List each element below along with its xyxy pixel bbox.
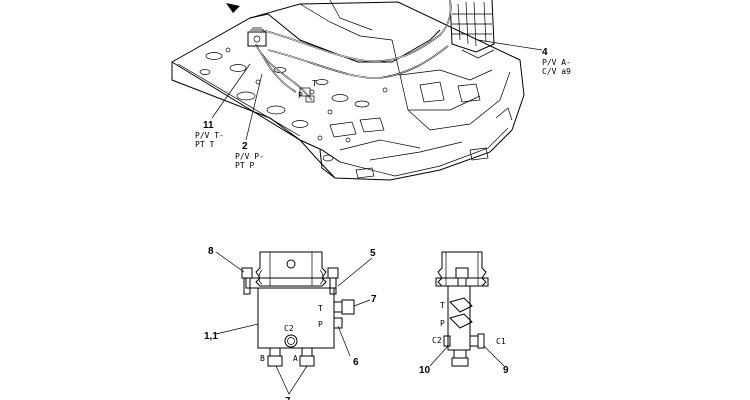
callout-7a: 7	[371, 294, 377, 305]
callout-8: 8	[208, 246, 214, 257]
valve-side-view: T P C2 C1	[429, 251, 506, 367]
svg-text:P/V P-: P/V P-	[235, 152, 264, 161]
callout-4: 4 P/V A- C/V a9	[542, 47, 571, 76]
port-label-p-side: P	[440, 319, 445, 328]
port-label-b: B	[260, 354, 265, 363]
hose-routing	[255, 0, 452, 101]
port-label-p: P	[298, 91, 303, 100]
valve-front-view: C2 T P B A	[215, 251, 373, 395]
port-label-t: T	[312, 79, 317, 88]
svg-text:P/V T-: P/V T-	[195, 131, 224, 140]
callout-1-1: 1,1	[204, 331, 218, 342]
pilot-valve-top	[247, 27, 267, 47]
svg-text:11: 11	[203, 120, 214, 131]
port-label-t-side: T	[440, 301, 445, 310]
port-label-c2: C2	[284, 324, 294, 333]
callout-10: 10	[419, 365, 431, 376]
fitting-cluster: T P	[298, 79, 317, 103]
svg-text:4: 4	[542, 47, 548, 58]
callout-7b: 7	[285, 396, 291, 400]
port-label-p-front: P	[318, 320, 323, 329]
port-label-a: A	[293, 354, 298, 363]
upper-frame-assembly: T P	[171, 0, 543, 181]
port-label-t-front: T	[318, 304, 323, 313]
svg-text:2: 2	[242, 141, 248, 152]
pilot-valve-bank	[449, 0, 495, 59]
callout-5: 5	[370, 248, 376, 259]
callout-9: 9	[503, 365, 509, 376]
svg-text:P/V A-: P/V A-	[542, 58, 571, 67]
svg-text:C/V a9: C/V a9	[542, 67, 571, 76]
callout-6: 6	[353, 357, 359, 368]
frame-plate-outline	[171, 1, 525, 181]
port-label-c1: C1	[496, 337, 506, 346]
port-label-c2-side: C2	[432, 336, 442, 345]
direction-arrow-icon	[226, 3, 240, 13]
callout-2: 2 P/V P- PT P	[235, 141, 264, 170]
svg-text:PT T: PT T	[195, 140, 214, 149]
svg-text:PT P: PT P	[235, 161, 254, 170]
callout-11: 11 P/V T- PT T	[195, 120, 224, 149]
